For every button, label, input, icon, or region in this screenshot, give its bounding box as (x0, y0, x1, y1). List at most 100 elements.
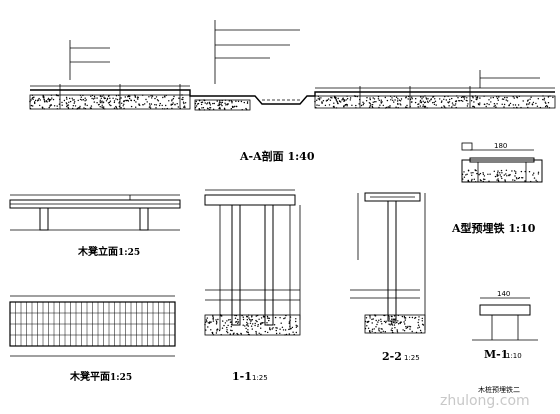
gravel-dot (463, 98, 466, 100)
gravel-dot (380, 328, 382, 330)
gravel-dot (249, 322, 252, 324)
gravel-dot (65, 96, 68, 99)
gravel-dot (371, 322, 373, 324)
gravel-dot (508, 104, 510, 107)
gravel-dot (252, 323, 254, 325)
gravel-dot (213, 102, 215, 105)
gravel-dot (247, 329, 249, 331)
gravel-dot (360, 104, 363, 107)
gravel-dot (234, 317, 237, 319)
gravel-dot (418, 326, 421, 328)
gravel-dot (115, 98, 117, 100)
gravel-dot (150, 103, 153, 105)
gravel-dot (535, 102, 537, 105)
gravel-dot (452, 104, 454, 106)
gravel-dot (397, 103, 399, 106)
gravel-dot (383, 320, 386, 323)
gravel-dot (397, 107, 399, 109)
gravel-dot (343, 105, 345, 107)
gravel-dot (123, 100, 125, 103)
gravel-dot (318, 99, 321, 101)
gravel-dot (288, 322, 290, 324)
gravel-dot (337, 97, 339, 100)
gravel-dot (341, 99, 343, 101)
gravel-dot (56, 105, 58, 107)
gravel-dot (391, 318, 393, 320)
gravel-dot (533, 177, 536, 179)
gravel-dot (151, 95, 154, 97)
gravel-dot (176, 103, 178, 105)
gravel-dot (421, 317, 423, 320)
gravel-dot (521, 177, 523, 179)
gravel-dot (369, 105, 371, 107)
gravel-dot (380, 331, 382, 333)
gravel-dot (43, 99, 45, 101)
gravel-dot (135, 106, 137, 108)
gravel-dot (365, 100, 368, 102)
gravel-dot (115, 107, 118, 109)
gravel-dot (368, 106, 371, 109)
gravel-dot (415, 98, 417, 100)
gravel-dot (411, 101, 413, 103)
gravel-dot (395, 106, 397, 108)
gravel-dot (460, 99, 463, 102)
gravel-dot (484, 178, 486, 181)
gravel-dot (496, 96, 498, 98)
gravel-dot (224, 322, 227, 324)
gravel-dot (332, 105, 335, 108)
gravel-dot (216, 322, 218, 324)
gravel-dot (201, 101, 204, 103)
gravel-dot (181, 94, 183, 96)
gravel-dot (43, 108, 45, 110)
gravel-dot (419, 99, 422, 102)
gravel-dot (375, 101, 377, 103)
gravel-dot (280, 322, 282, 324)
gravel-dot (112, 97, 114, 100)
gravel-dot (466, 173, 468, 175)
gravel-dot (380, 318, 382, 320)
gravel-dot (418, 319, 420, 321)
gravel-dot (497, 99, 499, 101)
gravel-dot (500, 169, 503, 172)
gravel-dot (92, 98, 95, 100)
gravel-dot (255, 319, 257, 322)
gravel-dot (320, 97, 322, 99)
gravel-dot (171, 103, 174, 106)
gravel-dot (168, 100, 170, 102)
gravel-dot (174, 104, 176, 106)
gravel-dot (262, 315, 265, 317)
gravel-dot (219, 100, 221, 102)
gravel-dot (251, 319, 254, 321)
section-11-drawing: 1-1 1:25 (204, 189, 301, 383)
gravel-dot (462, 96, 464, 98)
gravel-dot (497, 172, 499, 174)
gravel-dot (530, 96, 532, 99)
gravel-dot (235, 105, 237, 108)
gravel-dot (233, 105, 236, 108)
gravel-dot (93, 95, 96, 98)
gravel-dot (417, 106, 419, 108)
gravel-dot (275, 327, 277, 329)
gravel-dot (370, 104, 372, 106)
gravel-dot (461, 173, 464, 175)
gravel-dot (207, 102, 209, 104)
gravel-dot (455, 100, 457, 103)
gravel-dot (125, 99, 127, 102)
gravel-dot (250, 325, 253, 327)
gravel-dot (407, 95, 410, 98)
gravel-dot (94, 97, 96, 99)
gravel-dot (527, 99, 529, 101)
gravel-dot (283, 317, 285, 320)
gravel-dot (109, 100, 112, 102)
gravel-dot (420, 331, 422, 334)
gravel-dot (406, 104, 408, 107)
gravel-dot (455, 103, 457, 105)
gravel-dot (479, 102, 481, 104)
gravel-dot (439, 98, 441, 100)
gravel-dot (497, 174, 499, 176)
gravel-dot (34, 99, 37, 102)
gravel-dot (422, 96, 424, 98)
annotation-lines (70, 29, 540, 79)
gravel-dot (513, 170, 516, 172)
gravel-dot (51, 97, 53, 99)
